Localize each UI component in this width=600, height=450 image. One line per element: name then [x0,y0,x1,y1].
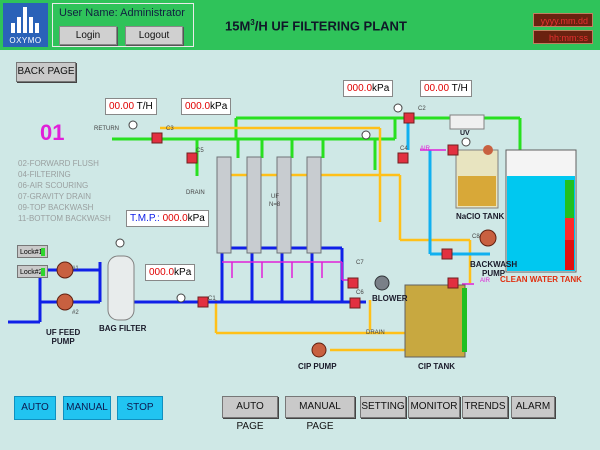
uv-label: UV [460,130,470,137]
logo-mark-icon [11,7,40,33]
lock-1-led-icon [41,248,45,256]
valve-c7-label: C7 [356,260,364,266]
step-item: 06-AIR SCOURING [18,181,89,190]
lock-2-indicator[interactable]: Lock#2 [17,265,48,278]
step-item: 09-TOP BACKWASH [18,203,94,212]
pump-2-label: #2 [72,310,79,316]
backwash-pump-label: BACKWASH PUMP [470,260,518,278]
step-list: 02-FORWARD FLUSH 04-FILTERING 06-AIR SCO… [18,158,111,224]
clean-water-tank-label: CLEAN WATER TANK [500,275,582,284]
company-logo: OXYMO [3,3,48,47]
valve-c2-label: C2 [418,106,426,112]
drain-label: DRAIN [186,190,205,196]
user-name-label: User Name: Administrator [59,7,185,19]
trends-button[interactable]: TRENDS [462,396,508,418]
manual-mode-button[interactable]: MANUAL [63,396,111,420]
auto-page-button[interactable]: AUTO PAGE [222,396,278,432]
air-label-2: AIR [480,278,491,284]
return-flow-readout: 00.00 T/H [105,98,157,115]
current-step-number: 01 [40,120,65,145]
uf-label: UF [271,194,279,200]
pump-1-label: #1 [72,266,79,272]
uf-count-label: N=8 [269,202,281,208]
valve-c8-label: C8 [472,234,480,240]
logout-button[interactable]: Logout [125,26,183,45]
logo-text: OXYMO [9,36,42,45]
manual-page-button[interactable]: MANUAL PAGE [285,396,355,432]
uf-feed-pump-label: UF FEED PUMP [46,328,81,346]
drain-label-2: DRAIN [366,330,385,336]
valve-c1-label: C1 [208,296,216,302]
user-panel: User Name: Administrator Login Logout [52,3,194,47]
time-display: hh:mm:ss [533,30,593,44]
blower-label: BLOWER [372,294,408,303]
naclo-tank-label: NaClO TANK [456,212,505,221]
product-flow-readout: 00.00 T/H [420,80,472,97]
air-line [222,149,474,285]
valve-c5-label: C5 [196,148,204,154]
uv-pressure-readout: 000.0kPa [343,80,394,97]
feed-line [8,246,366,324]
step-item: 02-FORWARD FLUSH [18,159,99,168]
valve-c6-label: C6 [356,290,364,296]
valve-c4-label: C4 [400,146,408,152]
return-label: RETURN [94,126,119,132]
bag-filter [107,255,135,321]
page-title: 15M3/H UF FILTERING PLANT [225,18,407,34]
lock-2-led-icon [41,268,45,276]
stop-button[interactable]: STOP [117,396,163,420]
bag-filter-label: BAG FILTER [99,324,147,333]
login-button[interactable]: Login [59,26,117,45]
valve-c3-label: C3 [166,126,174,132]
monitor-button[interactable]: MONITOR [408,396,460,418]
step-item: 11-BOTTOM BACKWASH [18,214,111,223]
cip-line [160,126,472,352]
feed-pressure-readout: 000.0kPa [145,264,196,281]
step-item: 07-GRAVITY DRAIN [18,192,92,201]
tmp-readout: T.M.P.: 000.0kPa [126,210,209,227]
valves [151,112,459,309]
lock-1-indicator[interactable]: Lock#1 [17,245,48,258]
step-item: 04-FILTERING [18,170,71,179]
setting-button[interactable]: SETTING [360,396,406,418]
auto-mode-button[interactable]: AUTO [14,396,56,420]
air-label: AIR [420,146,431,152]
return-pressure-readout: 000.0kPa [181,98,232,115]
back-page-button[interactable]: BACK PAGE [16,62,76,82]
cip-pump-label: CIP PUMP [298,362,337,371]
date-display: yyyy.mm.dd [533,13,593,27]
alarm-button[interactable]: ALARM [511,396,555,418]
uf-modules [216,156,322,254]
cip-tank-label: CIP TANK [418,362,456,371]
